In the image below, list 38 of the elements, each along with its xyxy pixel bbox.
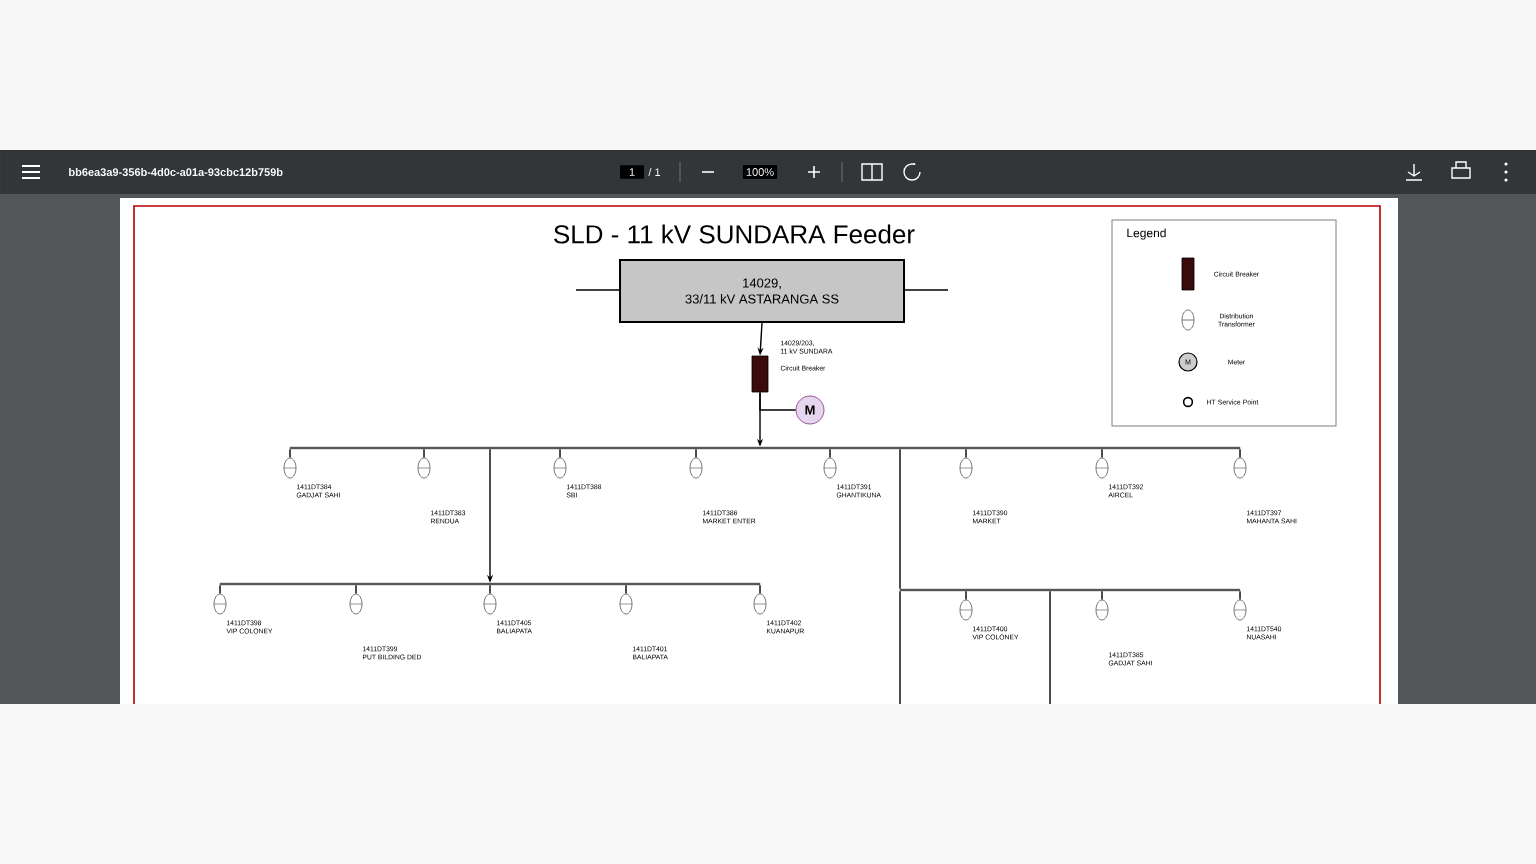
transformer-symbol [1095, 599, 1109, 621]
connector-line [559, 448, 561, 459]
connector-line [355, 584, 357, 595]
connector-line [423, 448, 425, 459]
connector-line [625, 584, 627, 595]
transformer-symbol [483, 593, 497, 615]
circuit-breaker-symbol [751, 355, 769, 393]
connector-line [695, 448, 697, 459]
connector-line [759, 584, 761, 595]
connector-line [1239, 448, 1241, 459]
connector-line [899, 590, 901, 705]
transformer-symbol [619, 593, 633, 615]
connector-line [899, 448, 901, 590]
connector-line [219, 584, 221, 595]
transformer-symbol [753, 593, 767, 615]
connector-line [1049, 590, 1051, 705]
connector-line [289, 448, 291, 459]
connector-line [965, 590, 967, 601]
transformer-symbol [1233, 599, 1247, 621]
transformer-symbol [349, 593, 363, 615]
transformer-symbol [1095, 457, 1109, 479]
transformer-symbol [213, 593, 227, 615]
transformer-symbol [823, 457, 837, 479]
connector-line [489, 584, 491, 595]
connector-line [829, 448, 831, 459]
connector-line [965, 448, 967, 459]
transformer-symbol [553, 457, 567, 479]
transformer-symbol [283, 457, 297, 479]
connector-line [1101, 448, 1103, 459]
connector-line [759, 391, 797, 411]
transformer-symbol [1233, 457, 1247, 479]
title: SLD - 11 kV SUNDARA Feeder [554, 224, 915, 244]
transformer-symbol [959, 457, 973, 479]
transformer-symbol [689, 457, 703, 479]
transformer-symbol [959, 599, 973, 621]
connector-line [1239, 590, 1241, 601]
connector-line [1101, 590, 1103, 601]
transformer-symbol [417, 457, 431, 479]
